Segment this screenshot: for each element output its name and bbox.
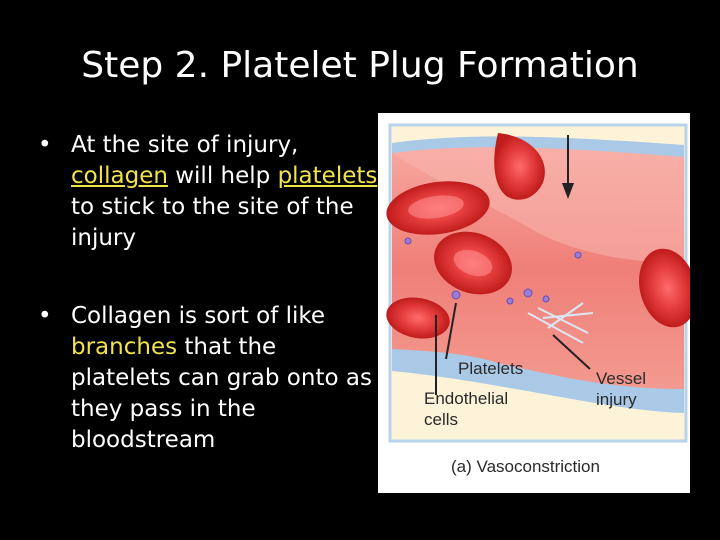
label-injury: injury [596,390,637,409]
red-blood-cell [386,181,490,235]
collagen-fibers [527,302,594,344]
red-blood-cell [639,248,690,328]
down-arrow-icon [562,135,574,199]
bullet-text: Collagen is sort of like [71,303,326,329]
bullet-marker: • [38,303,52,329]
label-cells: cells [424,410,459,429]
bullet-list: • At the site of injury, collagen will h… [38,130,383,456]
vasoconstriction-figure: Platelets Vessel injury Endothelial cell… [378,113,690,493]
bullet-text: will help [167,163,278,189]
platelet-cluster [404,237,582,305]
red-blood-cell [434,231,512,295]
bullet-item-injury-site: • At the site of injury, collagen will h… [38,130,383,254]
figure-caption: (a) Vasoconstriction [451,457,600,476]
term-branches: branches [71,334,178,360]
slide-title: Step 2. Platelet Plug Formation [81,45,639,86]
bullet-marker: • [38,132,52,158]
red-blood-cell [494,133,545,200]
bullet-text: to stick to the site of the injury [71,194,354,251]
bullet-item-collagen-branches: • Collagen is sort of like branches that… [38,301,383,456]
term-collagen[interactable]: collagen [71,163,168,189]
vessel-upper-wall-shade [392,147,684,263]
red-blood-cell [386,297,450,339]
vessel-illustration [378,113,690,493]
label-leader-lines [435,302,591,395]
bullet-text: At the site of injury, [71,132,299,158]
bullet-text: that the platelets can grab onto as they… [71,334,372,453]
label-endothelial: Endothelial [424,389,509,408]
term-platelets[interactable]: platelets [277,163,378,189]
label-vessel: Vessel [596,369,647,388]
label-platelets: Platelets [458,359,524,378]
